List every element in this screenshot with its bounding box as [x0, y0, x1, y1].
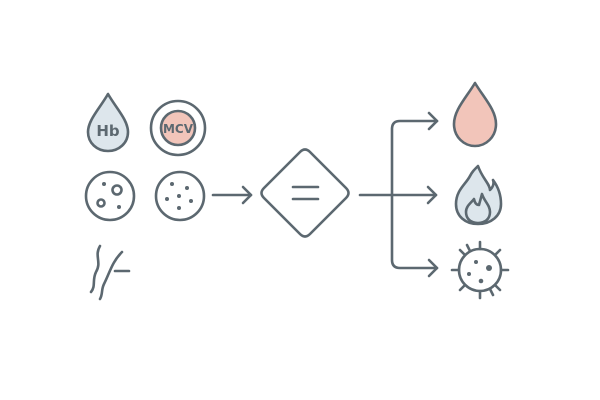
branch-arrows	[358, 111, 439, 278]
cell-sample-icon	[84, 170, 136, 222]
dotted-cell-icon	[154, 170, 206, 222]
hemoglobin-drop-icon: Hb	[86, 92, 130, 153]
flame-icon	[454, 164, 503, 226]
mcv-cell-icon: MCV	[149, 99, 207, 157]
broken-vessel-icon	[89, 244, 131, 301]
mcv-label: MCV	[163, 122, 194, 136]
input-arrow	[211, 185, 253, 205]
equals-diamond-icon	[260, 148, 350, 238]
hb-label: Hb	[96, 122, 120, 140]
virus-icon	[450, 240, 510, 300]
blood-drop-icon	[452, 81, 498, 148]
